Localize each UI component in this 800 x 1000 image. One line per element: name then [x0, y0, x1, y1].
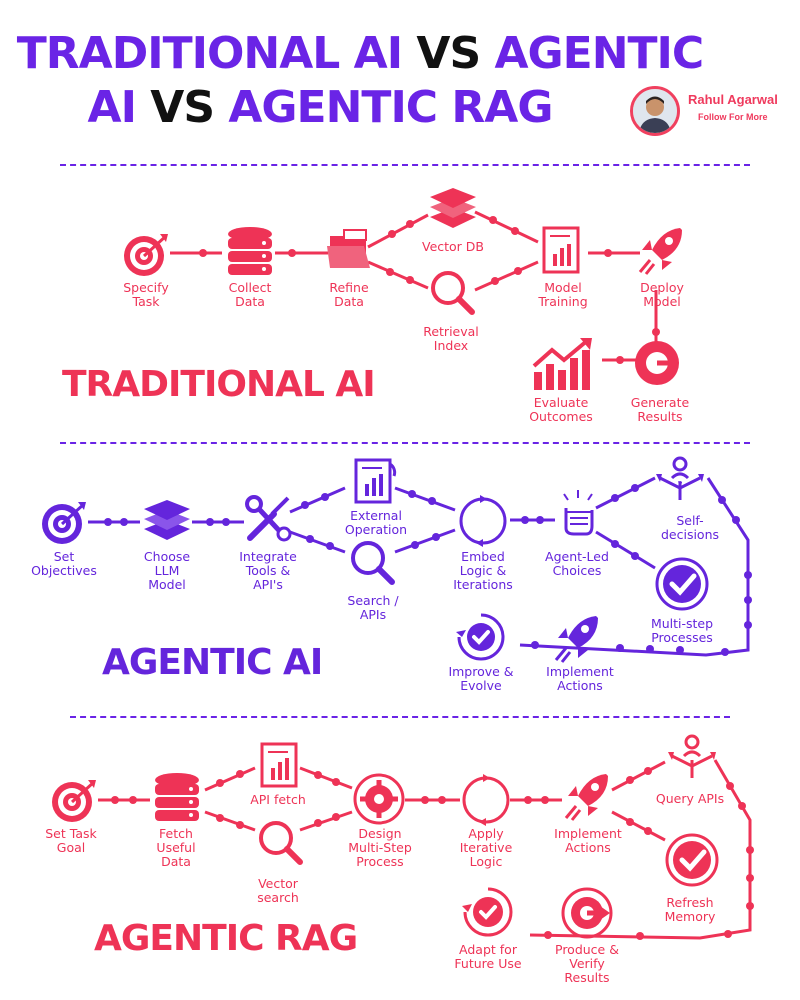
node-self-decisions: Self- decisions	[660, 513, 720, 542]
section-title-agentic-rag: AGENTIC RAG	[94, 918, 358, 959]
section-divider	[60, 442, 750, 444]
author-name: Rahul Agarwal	[688, 92, 778, 107]
gear-icon	[353, 773, 405, 825]
page-title-line-1: TRADITIONAL AI VS AGENTIC	[0, 28, 720, 80]
node-retrieval-index: Retrieval Index	[423, 324, 479, 353]
title-ai: AI	[87, 82, 137, 133]
decision-icon	[668, 734, 716, 778]
section-divider	[60, 164, 750, 166]
gear-arrow-icon	[561, 887, 613, 939]
node-model-training: Model Training	[538, 280, 588, 309]
cycle-icon	[459, 495, 507, 547]
adapt-cycle-icon	[462, 887, 513, 937]
node-improve-evolve: Improve & Evolve	[448, 664, 514, 693]
node-apply-iterative-logic: Apply Iterative Logic	[459, 826, 513, 869]
author-badge[interactable]: Rahul Agarwal Follow For More	[630, 86, 790, 136]
node-refine-data: Refine Data	[329, 280, 369, 309]
node-refresh-memory: Refresh Memory	[664, 895, 716, 924]
title-vs: VS	[150, 82, 215, 133]
check-circle-icon	[665, 833, 719, 887]
node-design-multi-step: Design Multi-Step Process	[348, 826, 412, 869]
node-set-objectives: Set Objectives	[31, 549, 97, 578]
node-adapt-future-use: Adapt for Future Use	[454, 942, 522, 971]
node-api-fetch: API fetch	[250, 792, 306, 807]
node-integrate-tools: Integrate Tools & API's	[239, 549, 297, 592]
node-generate-results: Generate Results	[630, 395, 690, 424]
report-icon	[354, 458, 397, 504]
node-search-apis: Search / APIs	[347, 593, 399, 622]
report-icon	[542, 226, 580, 274]
decision-icon: ?	[656, 456, 704, 500]
database-icon	[155, 773, 199, 821]
section-title-traditional-ai: TRADITIONAL AI	[62, 364, 376, 405]
avatar	[630, 86, 680, 136]
node-vector-db: Vector DB	[421, 239, 484, 254]
rocket-icon	[638, 228, 682, 275]
title-traditional-ai: TRADITIONAL AI	[16, 28, 403, 79]
node-fetch-useful-data: Fetch Useful Data	[156, 826, 196, 869]
node-query-apis: Query APIs	[655, 791, 725, 806]
section-title-agentic-ai: AGENTIC AI	[102, 642, 323, 683]
node-set-task-goal: Set Task Goal	[45, 826, 97, 855]
improve-cycle-icon	[456, 613, 505, 661]
report-icon	[260, 742, 298, 788]
node-implement-actions: Implement Actions	[554, 826, 622, 855]
node-specify-task: Specify Task	[123, 280, 169, 309]
section-divider	[70, 716, 730, 718]
title-vs: VS	[416, 28, 481, 79]
node-evaluate-outcomes: Evaluate Outcomes	[529, 395, 593, 424]
node-vector-search: Vector search	[257, 876, 299, 905]
magnifier-icon	[259, 821, 303, 865]
author-tagline: Follow For More	[698, 112, 768, 122]
layers-icon	[144, 500, 190, 540]
node-collect-data: Collect Data	[228, 280, 272, 309]
title-agentic: AGENTIC	[494, 28, 704, 79]
growth-chart-icon	[532, 338, 592, 390]
layers-icon	[430, 188, 476, 228]
node-deploy-model: Deploy Model	[640, 280, 684, 309]
node-choose-llm-model: Choose LLM Model	[143, 549, 191, 592]
node-agent-led-choices: Agent-Led Choices	[545, 549, 609, 578]
magnifier-icon	[351, 541, 395, 585]
title-agentic-rag: AGENTIC RAG	[228, 82, 553, 133]
target-icon	[52, 780, 96, 822]
node-embed-logic: Embed Logic & Iterations	[453, 549, 513, 592]
node-multi-step-processes: Multi-step Processes	[650, 616, 714, 645]
node-implement-actions: Implement Actions	[546, 664, 614, 693]
node-external-operation: External Operation	[344, 508, 408, 537]
rocket-icon	[554, 616, 598, 663]
svg-text:?: ?	[677, 480, 682, 491]
check-circle-icon	[655, 557, 709, 611]
gear-arrow-icon	[635, 341, 679, 385]
folder-icon	[327, 229, 370, 268]
database-icon	[228, 227, 272, 275]
node-produce-verify: Produce & Verify Results	[555, 942, 619, 985]
magnifier-icon	[431, 271, 475, 315]
tools-icon	[245, 495, 292, 542]
cycle-icon	[462, 774, 510, 826]
rocket-icon	[564, 774, 608, 821]
target-icon	[124, 234, 168, 276]
target-icon	[42, 502, 86, 544]
page-title-line-2: AI VS AGENTIC RAG	[0, 82, 680, 134]
hand-choice-icon	[563, 490, 594, 536]
